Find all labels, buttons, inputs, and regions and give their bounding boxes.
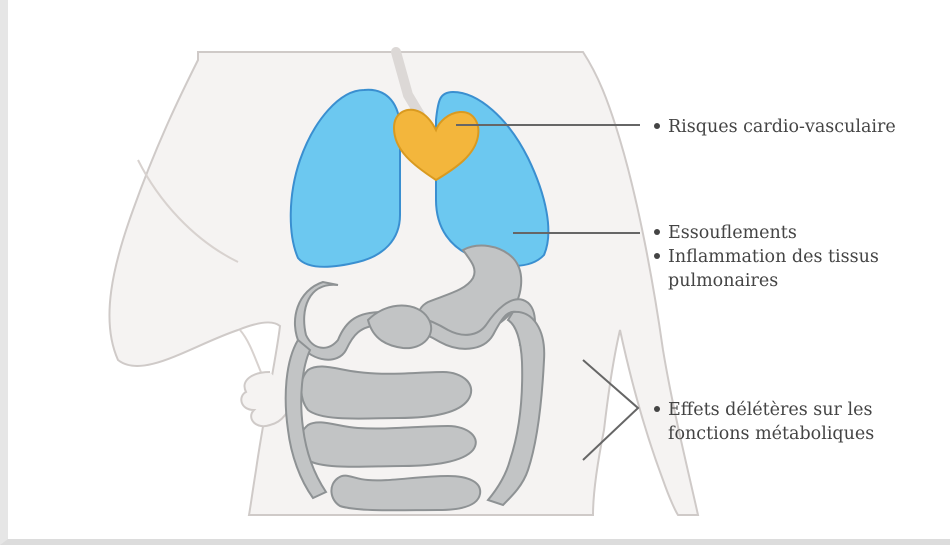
label-lungs-group: Essouflements Inflammation des tissus pu…	[654, 221, 879, 293]
bullet-icon	[654, 229, 660, 235]
label-inflammation: Inflammation des tissus	[654, 245, 879, 269]
label-effets: Effets délétères sur les	[654, 398, 874, 422]
label-essoufflements: Essouflements	[654, 221, 879, 245]
bullet-icon	[654, 406, 660, 412]
bullet-icon	[654, 253, 660, 259]
label-cardio: Risques cardio-vasculaire	[654, 115, 896, 139]
label-effets-cont: fonctions métaboliques	[654, 422, 874, 446]
bullet-icon	[654, 123, 660, 129]
label-inflammation-cont: pulmonaires	[654, 269, 879, 293]
label-metabolic-group: Effets délétères sur les fonctions métab…	[654, 398, 874, 446]
